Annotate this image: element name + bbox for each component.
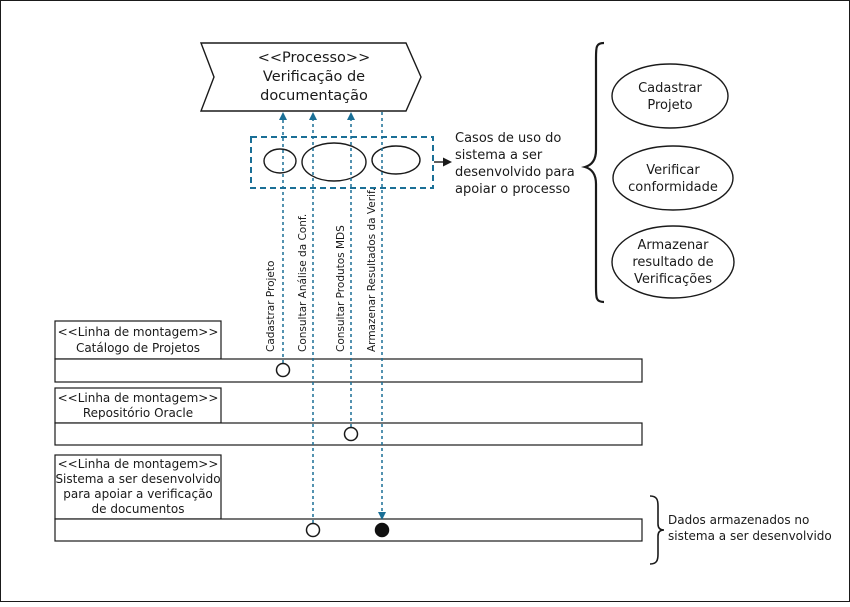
flow-label-1: Cadastrar Projeto (265, 261, 277, 352)
stored-data-brace (649, 495, 665, 565)
flow-consultar-produtos: Consultar Produtos MDS (335, 112, 359, 442)
process-banner: <<Processo>> Verificação de documentação (199, 42, 422, 112)
process-title-line-2: documentação (260, 88, 368, 104)
process-title-line-1: Verificação de (263, 69, 365, 85)
use-case-ellipse-3 (371, 145, 421, 175)
use-case-cadastrar-projeto (611, 63, 729, 129)
assembly-line-catalogo: <<Linha de montagem>> Catálogo de Projet… (54, 320, 643, 383)
use-cases-label-line-3: desenvolvido para (455, 165, 575, 180)
flow-cadastrar-projeto: Cadastrar Projeto (265, 112, 291, 378)
data-store-port (374, 522, 390, 538)
assembly-3-line-3: para apoiar a verificação (63, 487, 213, 501)
assembly-label-box-1 (54, 320, 222, 360)
use-case-armazenar-resultado (611, 225, 735, 299)
use-case-group: Casos de uso do sistema a ser desenvolvi… (250, 131, 575, 197)
use-case-1-line-1: Cadastrar (638, 81, 702, 96)
use-cases-label-line-2: sistema a ser (455, 148, 543, 163)
right-use-cases: Cadastrar Projeto Verificar conformidade… (611, 63, 735, 299)
assembly-3-line-4: de documentos (92, 502, 185, 516)
flow-armazenar-resultados: Armazenar Resultados da Verif. (366, 112, 390, 538)
use-case-dashed-box (250, 136, 434, 189)
use-case-ellipse-2 (301, 142, 367, 182)
interface-port-2 (305, 522, 321, 538)
assembly-bar-3 (54, 518, 643, 542)
flow-label-4: Armazenar Resultados da Verif. (366, 188, 378, 352)
interface-port-1 (275, 362, 291, 378)
use-case-2-line-2: conformidade (628, 180, 718, 195)
assembly-2-stereotype: <<Linha de montagem>> (58, 391, 219, 405)
process-stereotype: <<Processo>> (258, 50, 370, 66)
assembly-1-stereotype: <<Linha de montagem>> (58, 325, 219, 339)
use-cases-label-line-4: apoiar o processo (455, 182, 570, 197)
assembly-line-sistema: <<Linha de montagem>> Sistema a ser dese… (54, 454, 643, 542)
use-cases-brace (581, 41, 605, 304)
interface-port-3 (343, 426, 359, 442)
use-case-2-line-1: Verificar (646, 163, 700, 178)
assembly-1-name: Catálogo de Projetos (76, 341, 200, 355)
flow-consultar-analise: Consultar Análise da Conf. (297, 112, 321, 538)
process-shape (199, 42, 422, 112)
assembly-bar-1 (54, 358, 643, 383)
flow-label-2: Consultar Análise da Conf. (297, 214, 309, 352)
use-case-3-line-2: resultado de (632, 255, 713, 270)
flow-label-3: Consultar Produtos MDS (335, 225, 347, 352)
assembly-2-name: Repositório Oracle (83, 406, 193, 420)
assembly-3-stereotype: <<Linha de montagem>> (58, 457, 219, 471)
assembly-label-box-3 (54, 454, 222, 520)
use-case-verificar-conformidade (612, 145, 734, 211)
use-case-3-line-3: Verificações (634, 272, 712, 287)
assembly-3-line-2: Sistema a ser desenvolvido (55, 472, 220, 486)
stored-data-label-line-2: sistema a ser desenvolvido (668, 529, 832, 543)
stored-data-label-line-1: Dados armazenados no (668, 513, 809, 527)
use-case-ellipse-1 (263, 148, 297, 174)
use-case-1-line-2: Projeto (647, 98, 692, 113)
use-case-3-line-1: Armazenar (637, 238, 709, 253)
use-cases-label-line-1: Casos de uso do (455, 131, 561, 146)
